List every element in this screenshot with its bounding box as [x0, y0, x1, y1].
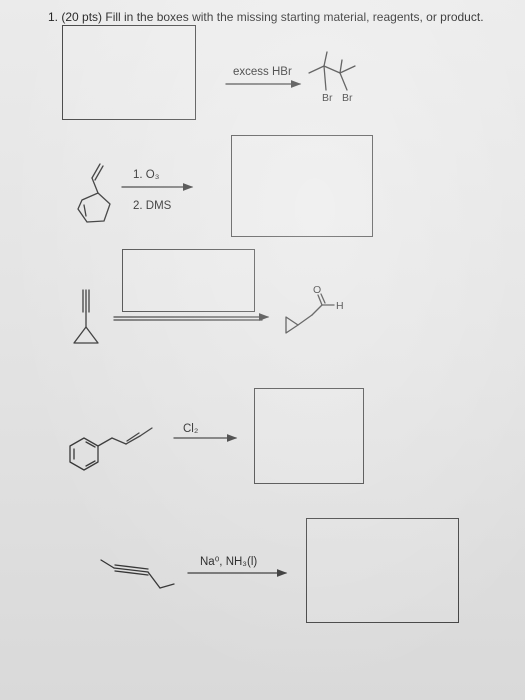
- reaction-1-reagent: excess HBr: [233, 66, 292, 78]
- reaction-5-reagent: Na⁰, NH₃(l): [200, 556, 258, 568]
- reaction-1-product-structure: [308, 51, 356, 91]
- answer-box-2-product[interactable]: [231, 135, 373, 237]
- answer-box-3-reagents[interactable]: [122, 249, 255, 312]
- reaction-4-starting-material-structure: [69, 427, 153, 471]
- reaction-2-reagent-step-2: 2. DMS: [133, 200, 172, 212]
- answer-box-5-product[interactable]: [306, 518, 459, 623]
- reaction-2-reagent-step-1: 1. O₃: [133, 169, 160, 181]
- reaction-2-starting-material-structure: [77, 163, 111, 223]
- reaction-3-product-structure: [285, 293, 335, 334]
- reaction-3-product-atom-h: H: [336, 300, 344, 312]
- reaction-1-product-atom-br-left: Br: [322, 92, 333, 104]
- reaction-3-product-atom-o: O: [313, 284, 322, 296]
- question-header: 1. (20 pts) Fill in the boxes with the m…: [48, 10, 484, 24]
- answer-box-1-starting-material[interactable]: [62, 25, 196, 120]
- reaction-3-starting-material-structure: [73, 289, 99, 344]
- answer-box-4-product[interactable]: [254, 388, 364, 484]
- reaction-5-starting-material-structure: [100, 559, 175, 589]
- reaction-4-reagent: Cl₂: [183, 423, 199, 435]
- reaction-1-product-atom-br-right: Br: [342, 92, 353, 104]
